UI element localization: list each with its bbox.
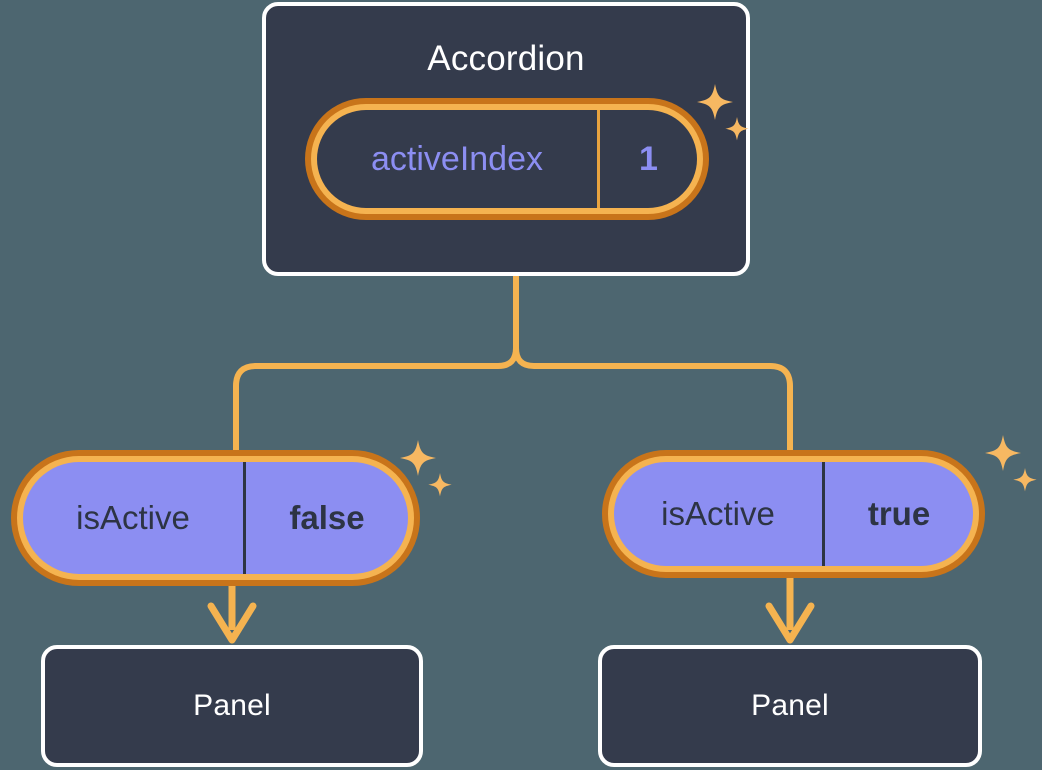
state-pill-activeindex[interactable]: activeIndex 1 — [305, 98, 709, 220]
state-key-activeindex: activeIndex — [317, 110, 600, 208]
state-value-activeindex: 1 — [639, 139, 658, 178]
connector-branch-left — [233, 345, 519, 455]
state-pill-inner-ring: activeIndex 1 — [311, 104, 703, 214]
state-pill-isactive-false[interactable]: isActive false — [11, 450, 420, 586]
component-title-panel-left: Panel — [193, 689, 271, 722]
sparkle-small-icon — [1013, 468, 1037, 492]
state-pill-isactive-true[interactable]: isActive true — [602, 450, 985, 578]
state-pill-body: isActive true — [614, 462, 973, 566]
state-pill-body: activeIndex 1 — [317, 110, 697, 208]
connector-trunk — [513, 271, 793, 455]
connector-arrow-left-head — [207, 602, 257, 644]
state-value-isactive-left: false — [289, 499, 365, 536]
component-title-accordion: Accordion — [427, 39, 585, 78]
component-title-panel-right: Panel — [751, 689, 829, 722]
connector-arrow-right-head — [765, 602, 815, 644]
sparkle-small-icon — [428, 473, 452, 497]
sparkle-group-right — [980, 435, 1040, 501]
state-value-isactive-right: true — [867, 495, 931, 532]
component-box-panel-left[interactable]: Panel — [41, 645, 423, 767]
sparkle-large-icon — [985, 435, 1021, 471]
state-pill-body: isActive false — [23, 462, 408, 574]
state-key-isactive-left: isActive — [23, 462, 246, 574]
state-key-isactive-right: isActive — [614, 462, 825, 566]
component-box-panel-right[interactable]: Panel — [598, 645, 982, 767]
state-pill-inner-ring: isActive false — [17, 456, 414, 580]
state-pill-inner-ring: isActive true — [608, 456, 979, 572]
sparkle-large-icon — [400, 440, 436, 476]
